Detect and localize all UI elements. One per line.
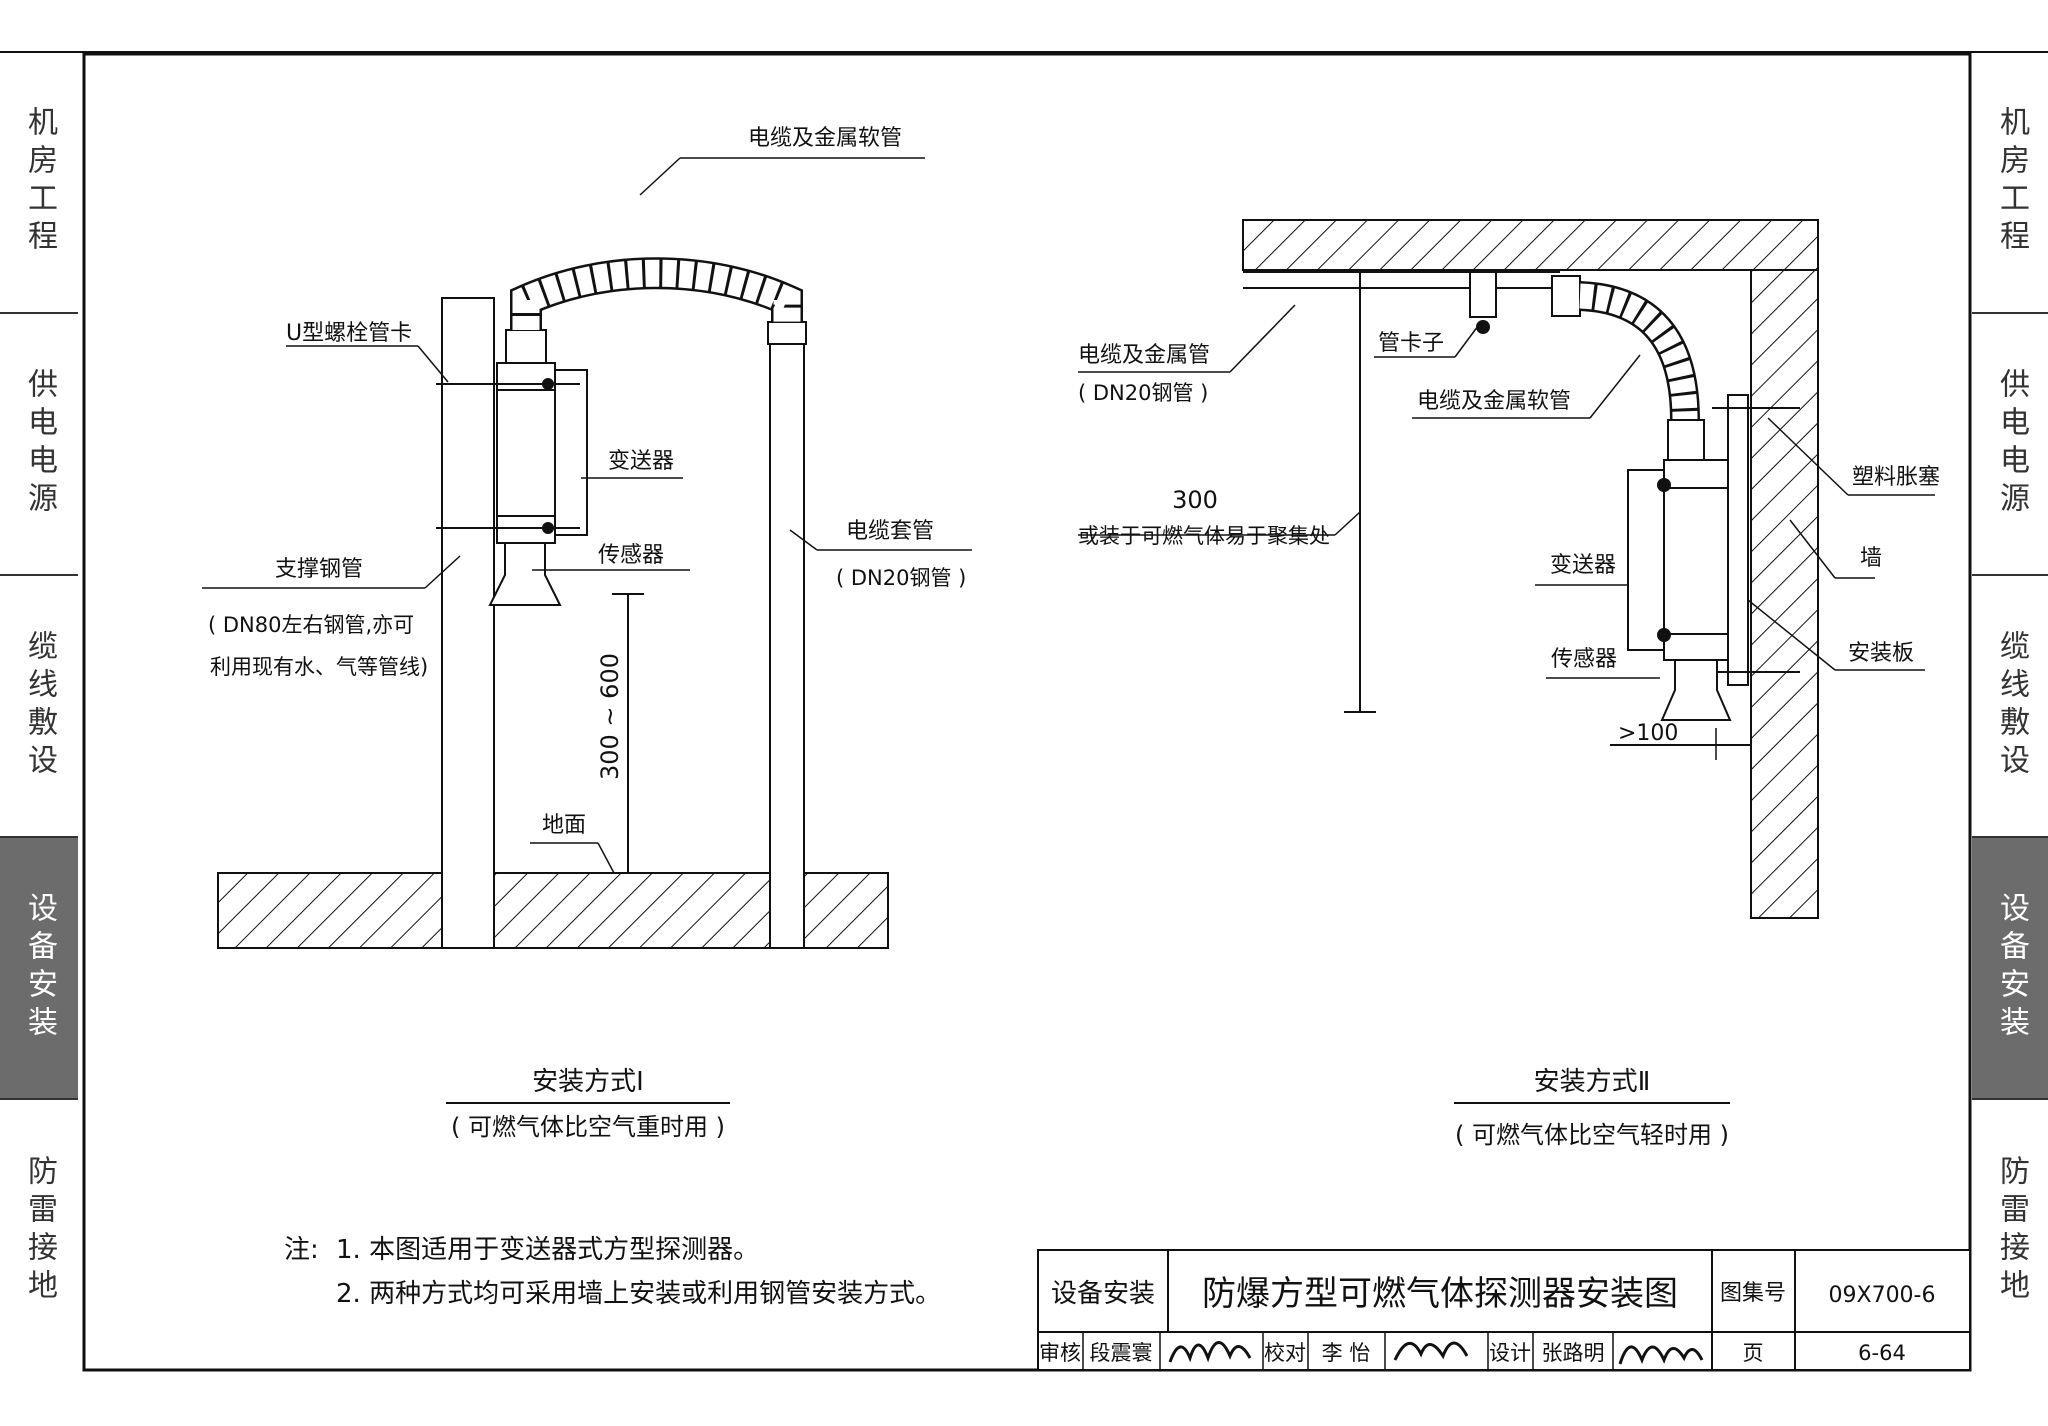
label-ground: 地面: [542, 813, 586, 838]
sleeve-pipe: [769, 341, 805, 949]
label-dim-300: 300: [1172, 486, 1218, 514]
tb-atlas-label: 图集号: [1720, 1281, 1786, 1306]
side-tab-power-supply[interactable]: 供电电源: [0, 314, 78, 576]
diagram-method-2: 电缆及金属管 ( DN20钢管 ) 管卡子 电缆及金属软管 300 或装于可燃气…: [1078, 219, 1940, 1149]
label-transmitter-1: 变送器: [608, 449, 674, 474]
wall: [1750, 269, 1819, 919]
transmitter-body-2: [1663, 459, 1729, 661]
label-support-pipe: 支撑钢管: [275, 557, 363, 582]
label-cable-hose-1: 电缆及金属软管: [748, 126, 902, 151]
diagram-method-1: 电缆及金属软管 U型螺栓管卡 变送器 传感器 支撑钢管 ( DN80左右钢管,亦…: [202, 126, 972, 1141]
caption-sub-1: ( 可燃气体比空气重时用 ): [451, 1113, 725, 1141]
side-tab-cabling-right[interactable]: 缆线敷设: [1972, 576, 2048, 838]
checker-signature: [1393, 1341, 1469, 1361]
drawing-frame: [82, 52, 1972, 1372]
tb-drawing-title: 防爆方型可燃气体探测器安装图: [1202, 1274, 1678, 1314]
left-side-tabs: 机房工程 供电电源 缆线敷设 设备安装 防雷接地: [0, 52, 78, 1362]
label-support-note-1: ( DN80左右钢管,亦可: [208, 613, 414, 637]
title-block: 设备安装 防爆方型可燃气体探测器安装图 图集号 09X700-6 审核 段震寰 …: [1037, 1249, 1971, 1371]
right-side-tabs: 机房工程 供电电源 缆线敷设 设备安装 防雷接地: [1972, 52, 2048, 1362]
side-tab-cabling[interactable]: 缆线敷设: [0, 576, 78, 838]
gland-ceiling: [1551, 275, 1581, 317]
label-wall: 墙: [1860, 546, 1882, 571]
side-tab-lightning-right[interactable]: 防雷接地: [1994, 1155, 2029, 1307]
tb-designer: 张路明: [1542, 1341, 1605, 1365]
tb-design-label: 设计: [1489, 1341, 1531, 1365]
label-transmitter-2: 变送器: [1550, 553, 1616, 578]
side-tab-equipment[interactable]: 设备安装: [0, 838, 78, 1100]
tb-check-label: 校对: [1264, 1341, 1306, 1365]
tb-page-label: 页: [1743, 1341, 1764, 1365]
designer-signature: [1618, 1345, 1704, 1365]
gland-right: [767, 321, 807, 345]
label-anchor: 塑料胀塞: [1852, 465, 1940, 490]
label-cable-pipe-spec: ( DN20钢管 ): [1078, 381, 1208, 405]
tb-reviewer: 段震寰: [1090, 1341, 1153, 1365]
label-sensor-2: 传感器: [1551, 647, 1617, 672]
notes: 注: 1. 本图适用于变送器式方型探测器。 2. 两种方式均可采用墙上安装或利用…: [284, 1235, 941, 1309]
label-support-note-2: 利用现有水、气等管线): [210, 655, 428, 679]
label-u-clamp: U型螺栓管卡: [286, 321, 412, 346]
tb-review-label: 审核: [1039, 1341, 1081, 1365]
caption-sub-2: ( 可燃气体比空气轻时用 ): [1455, 1121, 1729, 1149]
label-plate: 安装板: [1848, 641, 1914, 666]
support-pipe: [441, 297, 495, 949]
reviewer-signature: [1168, 1341, 1252, 1363]
gland-transmitter: [1667, 419, 1705, 461]
side-tab-equipment-right[interactable]: 设备安装: [1972, 838, 2048, 1100]
transmitter-cover: [554, 369, 588, 536]
transmitter-body: [496, 362, 556, 544]
side-tab-power-supply-right[interactable]: 供电电源: [1972, 314, 2048, 576]
notes-prefix: 注:: [284, 1235, 319, 1265]
label-dim-100: >100: [1618, 721, 1678, 746]
sensor-head: [488, 542, 562, 606]
tb-atlas-no: 09X700-6: [1829, 1283, 1936, 1308]
notes-line-2: 2. 两种方式均可采用墙上安装或利用钢管安装方式。: [336, 1279, 941, 1309]
pipe-clip: [1469, 271, 1497, 318]
label-height-range: 300 ~ 600: [596, 653, 624, 780]
tb-page-no: 6-64: [1858, 1341, 1906, 1365]
gland-left: [505, 329, 547, 364]
label-cable-pipe: 电缆及金属管: [1078, 343, 1210, 368]
side-tab-lightning[interactable]: 防雷接地: [22, 1155, 57, 1307]
caption-title-2: 安装方式Ⅱ: [1534, 1067, 1651, 1097]
notes-line-1: 1. 本图适用于变送器式方型探测器。: [336, 1235, 759, 1265]
mounting-plate: [1727, 394, 1749, 686]
label-sleeve: 电缆套管: [846, 519, 934, 544]
label-clip: 管卡子: [1378, 331, 1444, 356]
label-sensor-1: 传感器: [598, 543, 664, 568]
tb-category: 设备安装: [1051, 1279, 1155, 1309]
label-dim-note: 或装于可燃气体易于聚集处: [1078, 524, 1330, 548]
caption-title-1: 安装方式Ⅰ: [532, 1067, 644, 1097]
label-cable-hose-2: 电缆及金属软管: [1417, 389, 1571, 414]
transmitter-cover-2: [1627, 469, 1665, 651]
side-tab-machine-room[interactable]: 机房工程: [0, 52, 78, 314]
sensor-head-2: [1660, 659, 1732, 721]
ceiling-slab: [1242, 219, 1819, 271]
label-sleeve-spec: ( DN20钢管 ): [836, 566, 966, 590]
tb-checker: 李 怡: [1322, 1341, 1371, 1365]
side-tab-machine-room-right[interactable]: 机房工程: [1972, 52, 2048, 314]
